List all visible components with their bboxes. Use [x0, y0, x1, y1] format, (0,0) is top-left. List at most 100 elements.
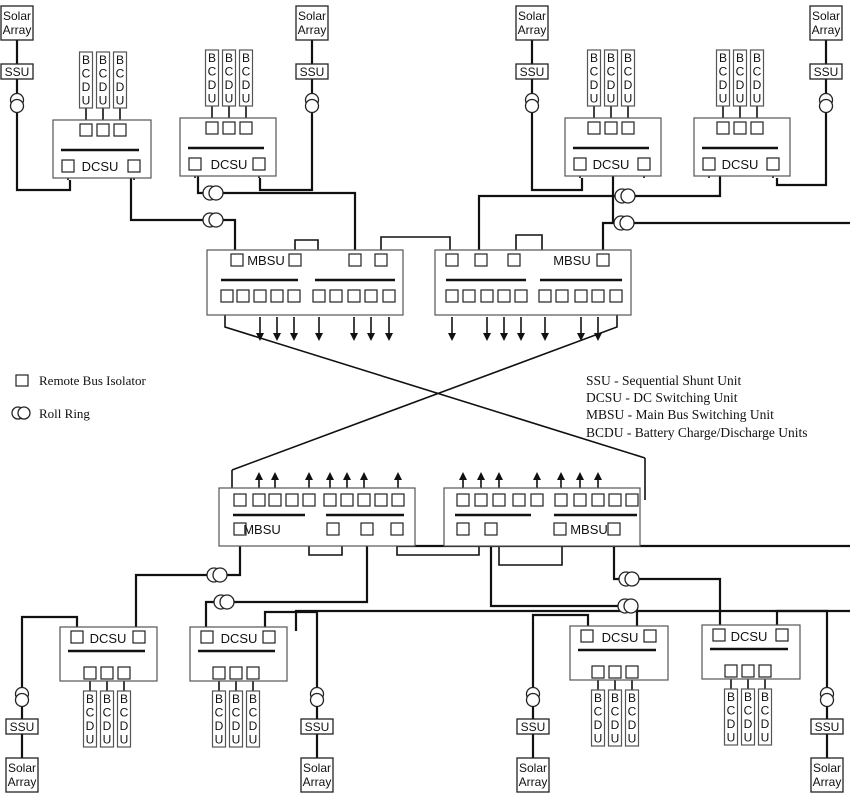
bcdu-letter: B [120, 692, 128, 706]
power-line [477, 176, 722, 252]
bcdu-letter: C [249, 706, 258, 720]
bcdu-box [620, 49, 636, 107]
remote-bus-isolator-icon [643, 629, 657, 643]
roll-ring-icon [524, 92, 540, 114]
bcdu-letter: D [99, 80, 108, 94]
solar-array-label: Array [813, 775, 842, 789]
arrowhead-icon [594, 472, 602, 480]
power-line [224, 304, 646, 459]
remote-bus-isolator-icon [625, 665, 639, 679]
bcdu-letter: D [249, 719, 258, 733]
bcdu-letter: D [232, 719, 241, 733]
remote-bus-isolator-icon [702, 157, 716, 171]
mbsu-unit: MBSU [218, 487, 416, 547]
bcdu-letter: D [242, 78, 251, 92]
remote-bus-isolator-icon [474, 493, 488, 507]
bcdu-box [715, 49, 731, 107]
bcdu-letter: D [611, 718, 620, 732]
ssu-box [0, 63, 34, 80]
bcdu-letter: C [736, 65, 745, 79]
arrowhead-icon [576, 472, 584, 480]
remote-bus-isolator-icon [233, 493, 247, 507]
ssu-box [810, 718, 844, 735]
bcdu-box [607, 689, 623, 747]
bcdu-letter: C [624, 65, 633, 79]
bcdu-letter: U [208, 92, 217, 106]
remote-bus-isolator-icon [357, 493, 371, 507]
ssu-label: SSU [521, 720, 546, 734]
remote-bus-isolator-icon [604, 121, 618, 135]
remote-bus-isolator-icon [591, 493, 605, 507]
bcdu-letter: C [99, 67, 108, 81]
remote-bus-isolator-icon [580, 629, 594, 643]
bcdu-box [116, 690, 132, 748]
bcdu-letter: C [116, 67, 125, 81]
bcdu-letter: B [225, 51, 233, 65]
bcdu-letter: U [120, 733, 129, 747]
ssu-box [809, 63, 843, 80]
dcsu-label: DCSU [602, 630, 639, 645]
solar-array-box [300, 757, 334, 793]
arrowhead-icon [256, 333, 264, 341]
bcdu-letter: D [208, 78, 217, 92]
bcdu-box [78, 51, 94, 109]
solar-array-label: Array [519, 775, 548, 789]
remote-bus-isolator-icon [374, 253, 388, 267]
remote-bus-isolator-icon [287, 289, 301, 303]
bcdu-letter: U [116, 94, 125, 108]
remote-bus-isolator-icon [229, 666, 243, 680]
solar-array-label: Array [518, 23, 547, 37]
remote-bus-isolator-icon [507, 253, 521, 267]
legend-item-roll-ring: Roll Ring [11, 406, 90, 421]
bcdu-letter: B [727, 690, 735, 704]
bcdu-box [204, 49, 220, 107]
bcdu-letter: D [719, 78, 728, 92]
bcdu-letter: U [744, 731, 753, 745]
solar-array-box [809, 5, 843, 41]
bcdu-letter: U [736, 92, 745, 106]
bcdu-letter: D [116, 80, 125, 94]
remote-bus-isolator-icon [200, 630, 214, 644]
roll-ring-circle [623, 598, 639, 614]
remote-bus-isolator-icon [83, 666, 97, 680]
bcdu-letter: B [99, 53, 107, 67]
power-line [612, 546, 722, 629]
remote-bus-isolator-icon [716, 121, 730, 135]
roll-ring-icon [818, 92, 834, 114]
ssu-label: SSU [305, 720, 330, 734]
remote-bus-isolator-icon [538, 289, 552, 303]
bcdu-letter: D [744, 717, 753, 731]
bcdu-letter: D [82, 80, 91, 94]
remote-bus-isolator-icon [553, 522, 567, 536]
bcdu-letter: B [736, 51, 744, 65]
bcdu-letter: B [628, 691, 636, 705]
arrowhead-icon [326, 472, 334, 480]
bcdu-letter: B [761, 690, 769, 704]
power-line [601, 176, 615, 252]
remote-bus-isolator-icon [445, 253, 459, 267]
roll-ring-icon [304, 92, 320, 114]
power-line [231, 304, 618, 471]
remote-bus-isolator-icon [462, 289, 476, 303]
remote-bus-isolator-icon [212, 666, 226, 680]
roll-ring-circle [624, 571, 640, 587]
bcdu-letter: C [753, 65, 762, 79]
power-line [15, 79, 72, 192]
legend-label: Roll Ring [39, 406, 90, 421]
bcdu-letter: B [232, 692, 240, 706]
remote-bus-isolator-icon [326, 522, 340, 536]
output-feed-arrow [483, 317, 491, 341]
remote-bus-isolator-icon [268, 493, 282, 507]
arrowhead-icon [394, 472, 402, 480]
solar-array-label: Solar [298, 9, 326, 23]
solar-array-label: Array [3, 23, 32, 37]
remote-bus-isolator-icon [591, 289, 605, 303]
roll-ring-circle [619, 215, 635, 231]
dcsu-label: DCSU [593, 157, 630, 172]
remote-bus-isolator-icon [497, 289, 511, 303]
arrowhead-icon [477, 472, 485, 480]
bcdu-box [723, 688, 739, 746]
